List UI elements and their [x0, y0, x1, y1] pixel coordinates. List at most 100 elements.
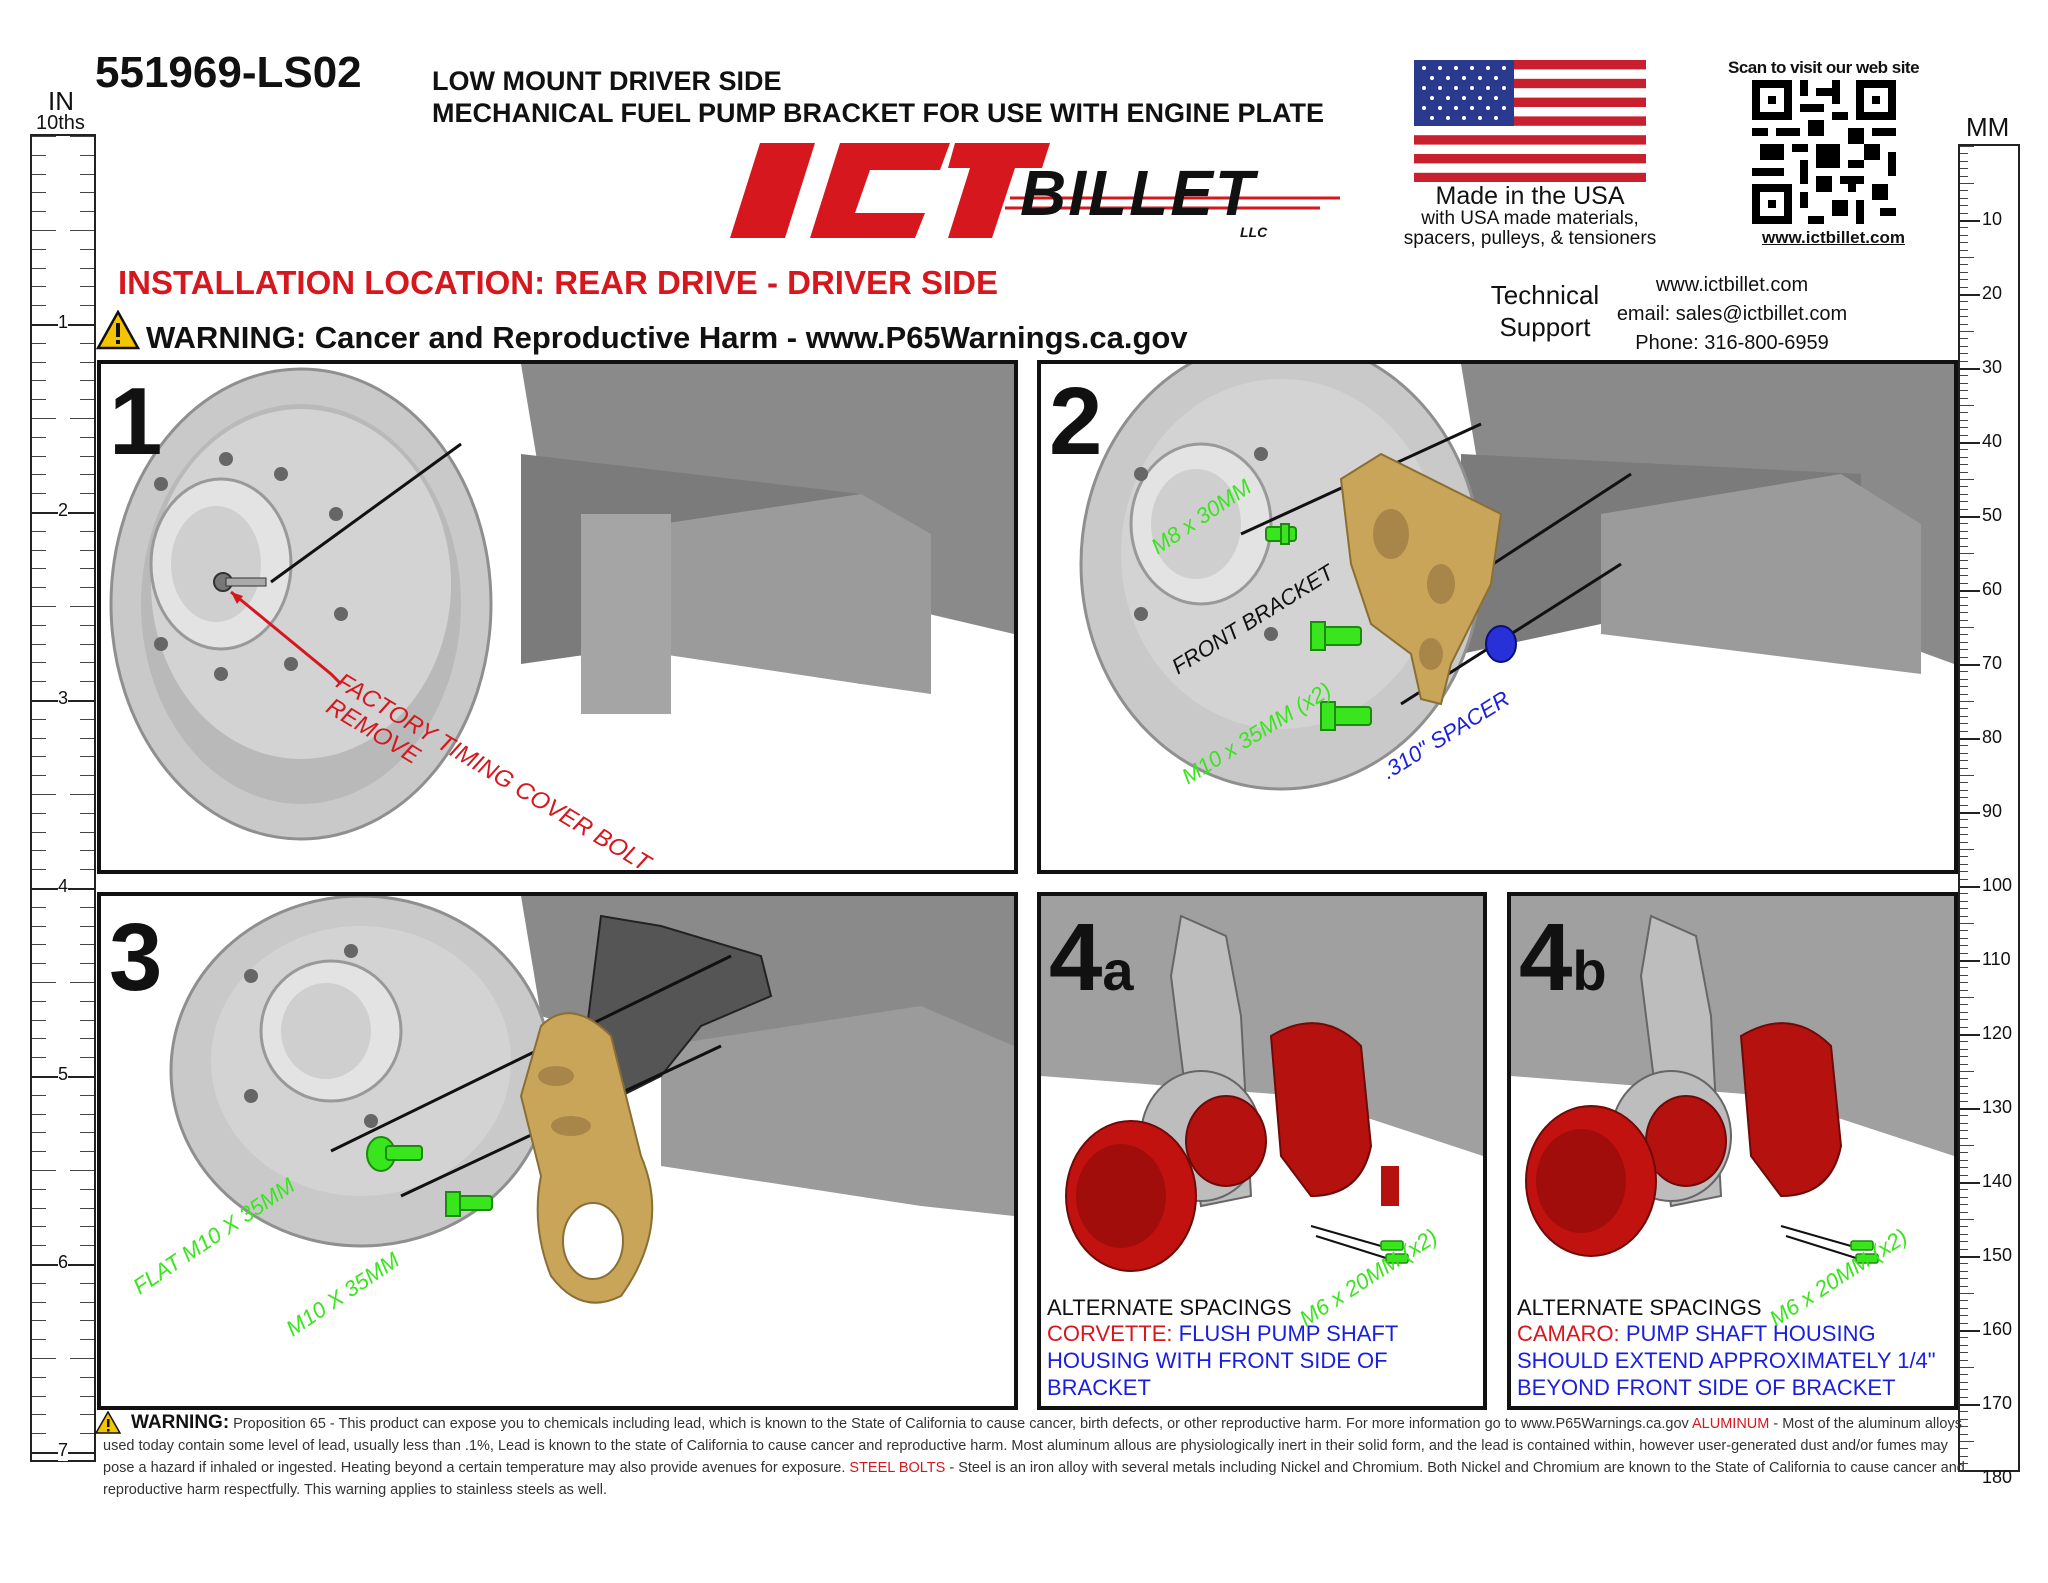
mm-minor-tick	[1960, 382, 1968, 384]
footer-aluminum-label: ALUMINUM	[1692, 1416, 1770, 1432]
mm-minor-tick	[1960, 1441, 1974, 1442]
inch-minor-tick	[32, 718, 46, 720]
mm-minor-tick	[1960, 567, 1968, 569]
mm-major-tick	[1960, 1108, 1980, 1110]
mm-ruler-label: 40	[1982, 431, 2003, 451]
step-1-panel: 1 FACTORY TIMING COVER BOLT REMOVE	[97, 360, 1018, 874]
inch-minor-tick	[32, 812, 46, 814]
mm-minor-tick	[1960, 279, 1968, 281]
mm-major-tick	[1960, 516, 1980, 518]
ruler-left-unit: IN	[48, 86, 74, 116]
inch-minor-tick	[80, 1038, 94, 1040]
inch-minor-tick	[32, 1226, 46, 1228]
inch-minor-tick	[80, 1000, 94, 1002]
mm-minor-tick	[1960, 464, 1968, 466]
support-website[interactable]: www.ictbillet.com	[1655, 274, 1809, 296]
warning-triangle-icon	[95, 309, 141, 350]
mm-minor-tick	[1960, 789, 1968, 791]
inch-minor-tick	[32, 643, 46, 645]
inch-minor-tick	[80, 1245, 94, 1247]
inch-minor-tick	[80, 869, 94, 871]
step-4b-number-sub: b	[1572, 939, 1607, 1002]
mm-ruler-label: 30	[1982, 357, 2003, 377]
mm-minor-tick	[1960, 1219, 1974, 1220]
mm-minor-tick	[1960, 1322, 1968, 1324]
inch-minor-tick	[32, 1207, 46, 1209]
mm-major-tick	[1960, 738, 1980, 740]
step-3-panel: 3 FLAT M10 X 35MM M10 X 35MM	[97, 892, 1018, 1410]
inch-minor-tick	[80, 831, 94, 833]
made-in-usa-title: Made in the USA	[1435, 182, 1625, 210]
inch-minor-tick	[80, 436, 94, 438]
inch-minor-tick	[80, 925, 94, 927]
part-number: 551969-LS02	[95, 48, 362, 97]
inch-minor-tick	[80, 662, 94, 664]
mm-major-tick	[1960, 442, 1980, 444]
mm-minor-tick	[1960, 730, 1968, 732]
mm-minor-tick	[1960, 849, 1974, 850]
inch-minor-tick	[32, 154, 46, 156]
qr-code-icon[interactable]	[1752, 80, 1896, 224]
engine-illustration-1	[109, 364, 1014, 841]
mm-minor-tick	[1960, 1152, 1968, 1154]
mm-minor-tick	[1960, 1026, 1968, 1028]
mm-minor-tick	[1960, 1455, 1968, 1457]
mm-major-tick	[1960, 294, 1980, 296]
inch-minor-tick	[32, 1282, 46, 1284]
support-label-line1: Technical	[1490, 280, 1600, 310]
mm-minor-tick	[1960, 168, 1968, 170]
subtitle-line2: MECHANICAL FUEL PUMP BRACKET FOR USE WIT…	[432, 98, 1325, 128]
inch-minor-tick	[70, 136, 94, 137]
inch-minor-tick	[32, 1301, 46, 1303]
mm-minor-tick	[1960, 538, 1968, 540]
mm-minor-tick	[1960, 1011, 1968, 1013]
mm-minor-tick	[1960, 908, 1968, 910]
mm-minor-tick	[1960, 1367, 1974, 1368]
mm-minor-tick	[1960, 523, 1968, 525]
mm-minor-tick	[1960, 612, 1968, 614]
step-4b-note-first: PUMP SHAFT HOUSING	[1625, 1321, 1876, 1346]
qr-url-link[interactable]: www.ictbillet.com	[1762, 228, 1905, 247]
mm-minor-tick	[1960, 1448, 1968, 1450]
mm-minor-tick	[1960, 752, 1968, 754]
mm-minor-tick	[1960, 997, 1974, 998]
inch-ruler-label: 3	[58, 688, 69, 709]
inch-minor-tick	[32, 963, 46, 965]
inch-minor-tick	[80, 286, 94, 288]
mm-minor-tick	[1960, 627, 1974, 628]
support-email[interactable]: email: sales@ictbillet.com	[1616, 303, 1848, 325]
fuel-pump-illustration-4b	[1511, 896, 1954, 1264]
mm-minor-tick	[1960, 479, 1974, 480]
mm-minor-tick	[1960, 1352, 1968, 1354]
inch-minor-tick	[70, 1170, 94, 1171]
inch-minor-tick	[70, 982, 94, 983]
inch-minor-tick	[80, 1395, 94, 1397]
inch-minor-tick	[80, 944, 94, 946]
engine-illustration-3	[169, 896, 1014, 1304]
ict-logo-graphic	[730, 143, 1340, 238]
mm-major-tick	[1960, 664, 1980, 666]
mm-minor-tick	[1960, 1048, 1968, 1050]
mm-minor-tick	[1960, 1145, 1974, 1146]
mm-minor-tick	[1960, 1293, 1974, 1294]
mm-ruler-label: 140	[1982, 1171, 2013, 1191]
step-4b-number-main: 4	[1519, 904, 1573, 1011]
inch-minor-tick	[32, 1376, 46, 1378]
mm-minor-tick	[1960, 308, 1968, 310]
mm-minor-tick	[1960, 264, 1968, 266]
mm-minor-tick	[1960, 338, 1968, 340]
mm-minor-tick	[1960, 760, 1968, 762]
inch-minor-tick	[80, 1339, 94, 1341]
step-1-number: 1	[109, 368, 163, 475]
step-4b-model: CAMARO:	[1517, 1321, 1620, 1346]
mm-minor-tick	[1960, 1093, 1968, 1095]
mm-minor-tick	[1960, 1359, 1968, 1361]
inch-minor-tick	[80, 812, 94, 814]
mm-minor-tick	[1960, 257, 1974, 258]
mm-minor-tick	[1960, 242, 1968, 244]
mm-minor-tick	[1960, 1078, 1968, 1080]
inch-minor-tick	[32, 662, 46, 664]
mm-minor-tick	[1960, 1063, 1968, 1065]
inch-minor-tick	[80, 1019, 94, 1021]
